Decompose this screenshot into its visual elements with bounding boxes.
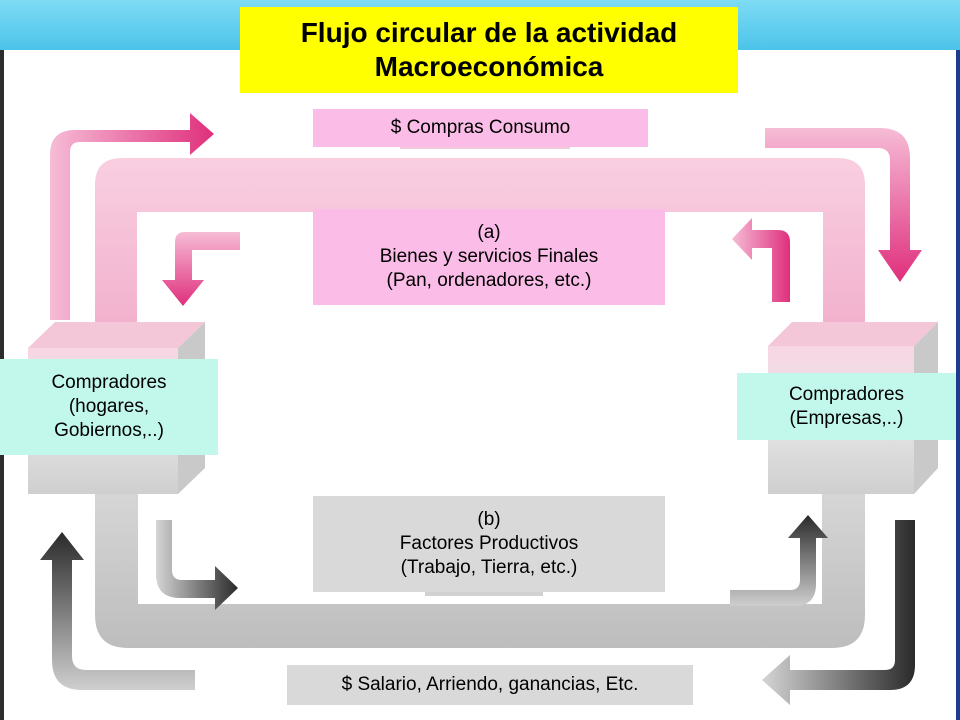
outer-dark-arrow-right bbox=[762, 520, 915, 705]
firms-line-2: (Empresas,..) bbox=[789, 407, 904, 429]
consumer-spending-label: $ Compras Consumo bbox=[313, 109, 648, 147]
outer-pink-arrow-right bbox=[765, 128, 922, 282]
slide-right-border bbox=[956, 50, 960, 720]
households-node: Compradores (hogares, Gobiernos,..) bbox=[0, 359, 218, 455]
gray-flow-band bbox=[95, 492, 865, 648]
final-goods-examples: (Pan, ordenadores, etc.) bbox=[386, 270, 592, 291]
productive-factors-label: (b) Factores Productivos (Trabajo, Tierr… bbox=[313, 496, 665, 592]
productive-factors-title: Factores Productivos bbox=[399, 533, 579, 554]
households-line-1: Compradores bbox=[51, 372, 167, 393]
title-line-1: Flujo circular de la actividad bbox=[300, 17, 678, 48]
final-goods-title: Bienes y servicios Finales bbox=[379, 246, 599, 267]
final-goods-label: (a) Bienes y servicios Finales (Pan, ord… bbox=[313, 209, 665, 305]
income-label: $ Salario, Arriendo, ganancias, Etc. bbox=[287, 665, 693, 705]
final-goods-tag: (a) bbox=[477, 222, 501, 243]
slide-title: Flujo circular de la actividad Macroecon… bbox=[240, 7, 738, 93]
pink-flow-band bbox=[95, 158, 865, 332]
households-line-3: Gobiernos,..) bbox=[54, 420, 164, 441]
productive-factors-tag: (b) bbox=[477, 509, 501, 530]
consumer-spending-text: $ Compras Consumo bbox=[390, 117, 571, 138]
firms-node: Compradores (Empresas,..) bbox=[737, 373, 956, 440]
income-text: $ Salario, Arriendo, ganancias, Etc. bbox=[341, 674, 639, 695]
faint-text-mark-bottom bbox=[425, 590, 543, 596]
productive-factors-examples: (Trabajo, Tierra, etc.) bbox=[400, 557, 578, 578]
inner-pink-arrow-right bbox=[732, 218, 790, 302]
inner-pink-arrow-left bbox=[162, 232, 240, 306]
title-line-2: Macroeconómica bbox=[374, 51, 604, 82]
inner-gray-arrow-left bbox=[156, 520, 238, 610]
inner-gray-arrow-right bbox=[730, 515, 828, 606]
firms-line-1: Compradores bbox=[788, 383, 905, 405]
households-line-2: (hogares, bbox=[68, 396, 150, 417]
outer-dark-arrow-left bbox=[40, 532, 195, 690]
outer-pink-arrow-left bbox=[50, 113, 214, 320]
